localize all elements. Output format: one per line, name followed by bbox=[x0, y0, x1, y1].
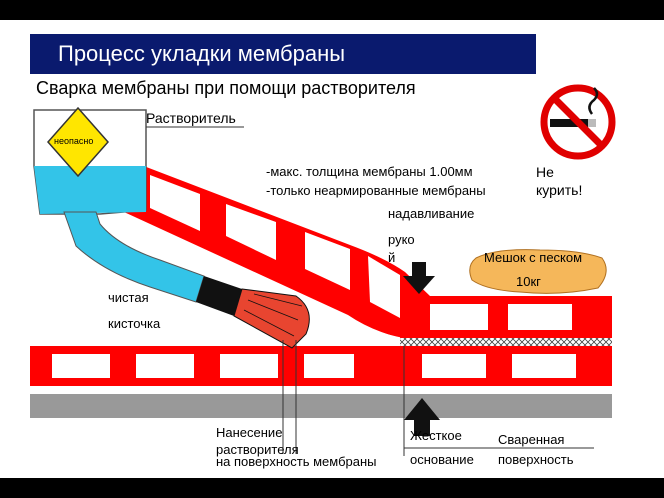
upper-membrane-lifted bbox=[124, 160, 430, 339]
subtitle: Сварка мембраны при помощи растворителя bbox=[36, 78, 416, 98]
apply-label-2: растворителя bbox=[216, 442, 299, 457]
annotation-lines bbox=[146, 126, 594, 456]
sandbag-label-2: 10кг bbox=[516, 274, 541, 289]
no-smoking-icon bbox=[540, 84, 616, 160]
upper-membrane bbox=[400, 296, 612, 338]
rigid-base bbox=[30, 394, 612, 418]
support-arrow-icon bbox=[404, 398, 440, 436]
spec-line-2: -только неармированные мембраны bbox=[266, 183, 486, 198]
apply-label-3: на поверхность мембраны bbox=[216, 454, 377, 469]
lower-membrane bbox=[30, 346, 612, 386]
solvent-label: Растворитель bbox=[146, 110, 236, 126]
sandbag-icon bbox=[469, 249, 607, 294]
weld-zone bbox=[400, 338, 612, 346]
press-label-3: й bbox=[388, 250, 396, 265]
base-label-2: основание bbox=[410, 452, 474, 467]
press-label-2: руко bbox=[388, 232, 415, 247]
brush-label-2: кисточка bbox=[108, 316, 161, 331]
spec-line-1: -макс. толщина мембраны 1.00мм bbox=[266, 164, 473, 179]
hazard-label: неопасно bbox=[54, 136, 94, 146]
top-bar bbox=[0, 0, 664, 20]
title-banner bbox=[30, 34, 536, 74]
brush-label-1: чистая bbox=[108, 290, 149, 305]
brush-bristles bbox=[233, 288, 310, 349]
press-label-1: надавливание bbox=[388, 206, 475, 221]
no-smoking-label-2: курить! bbox=[536, 182, 583, 198]
bottom-bar bbox=[0, 478, 664, 498]
base-label-1: Жесткое bbox=[410, 428, 462, 443]
welded-label-1: Сваренная bbox=[498, 432, 565, 447]
hazard-icon bbox=[46, 106, 110, 178]
welded-label-2: поверхность bbox=[498, 452, 574, 467]
sandbag-label-1: Мешок с песком bbox=[484, 250, 583, 265]
no-smoking-label-1: Не bbox=[536, 164, 554, 180]
press-arrow-icon bbox=[403, 262, 435, 294]
apply-label-1: Нанесение bbox=[216, 425, 283, 440]
slide-title: Процесс укладки мембраны bbox=[58, 41, 346, 66]
